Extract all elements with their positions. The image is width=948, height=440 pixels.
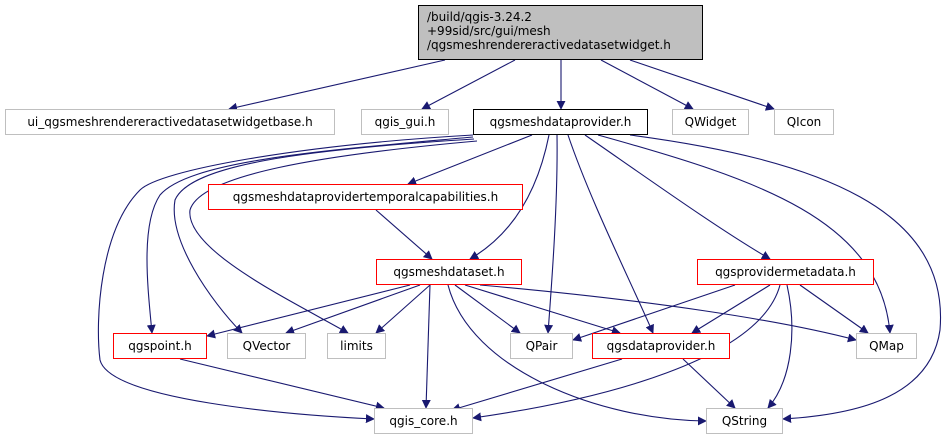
edge-meshdataset-to-qpair	[454, 284, 521, 334]
edge-providermetadata-to-dataprovider	[691, 284, 771, 334]
ui-widget-base-node: ui_qgsmeshrendereractivedatasetwidgetbas…	[5, 109, 335, 135]
edge-mdp-to-qpair	[544, 134, 558, 334]
edge-meshdataset-to-qgis-core	[421, 284, 431, 409]
root-header-node: /build/qgis-3.24.2 +99sid/src/gui/mesh /…	[418, 5, 703, 60]
qicon-node: QIcon	[774, 109, 834, 135]
edge-mdp-to-qvector	[173, 138, 475, 334]
edge-root-to-ui-base	[228, 59, 446, 112]
qmap-node: QMap	[856, 333, 917, 359]
edge-mdp-to-dataprovider	[567, 134, 654, 334]
qwidget-node: QWidget	[672, 109, 749, 135]
edge-mdp-to-meshdataset	[469, 134, 550, 260]
edge-dataprovider-to-qgis-core	[451, 358, 623, 412]
edge-mdp-to-temporalcaps	[407, 134, 533, 186]
limits-node: limits	[327, 333, 386, 359]
data-provider-node[interactable]: qgsdataprovider.h	[592, 333, 730, 359]
edge-dataprovider-to-qstring	[682, 358, 736, 409]
qvector-node: QVector	[227, 333, 306, 359]
edge-meshdataset-to-qgspoint	[206, 284, 411, 339]
edge-meshdataset-to-dataprovider	[464, 284, 621, 335]
temporal-capabilities-node[interactable]: qgsmeshdataprovidertemporalcapabilities.…	[208, 184, 523, 210]
edge-mdp-to-limits	[189, 140, 478, 334]
edge-mdp-to-qgis-core	[97, 134, 474, 424]
qgis-core-node: qgis_core.h	[374, 408, 473, 434]
qpair-node: QPair	[510, 333, 573, 359]
edge-meshdataset-to-qstring	[447, 284, 707, 426]
edge-mdp-to-qgspoint	[146, 136, 474, 334]
qgis-gui-node: qgis_gui.h	[361, 109, 449, 135]
edge-temporalcaps-to-meshdataset	[375, 209, 433, 260]
edge-mdp-to-qmap	[597, 134, 894, 334]
edge-mdp-to-qstring	[629, 134, 942, 424]
edge-qgspoint-to-qgis-core	[179, 358, 385, 411]
mesh-data-provider-node: qgsmeshdataprovider.h	[473, 109, 648, 135]
provider-metadata-node[interactable]: qgsprovidermetadata.h	[697, 259, 874, 285]
edge-root-to-qicon	[629, 59, 775, 111]
edge-providermetadata-to-qpair	[572, 284, 736, 342]
edge-providermetadata-to-qstring	[767, 284, 793, 409]
edge-providermetadata-to-qgis-core	[472, 284, 781, 422]
edge-providermetadata-to-qmap	[799, 284, 869, 334]
edge-root-to-qgis-gui	[421, 59, 516, 110]
edge-meshdataset-to-limits	[375, 284, 431, 334]
qstring-node: QString	[706, 408, 783, 434]
edge-meshdataset-to-qvector	[285, 284, 421, 335]
qgspoint-node[interactable]: qgspoint.h	[113, 333, 207, 359]
edge-mdp-to-providermetadata	[584, 134, 771, 260]
edge-root-to-qwidget	[600, 59, 694, 110]
mesh-dataset-node[interactable]: qgsmeshdataset.h	[376, 259, 522, 285]
edge-meshdataset-to-qmap	[479, 284, 857, 343]
